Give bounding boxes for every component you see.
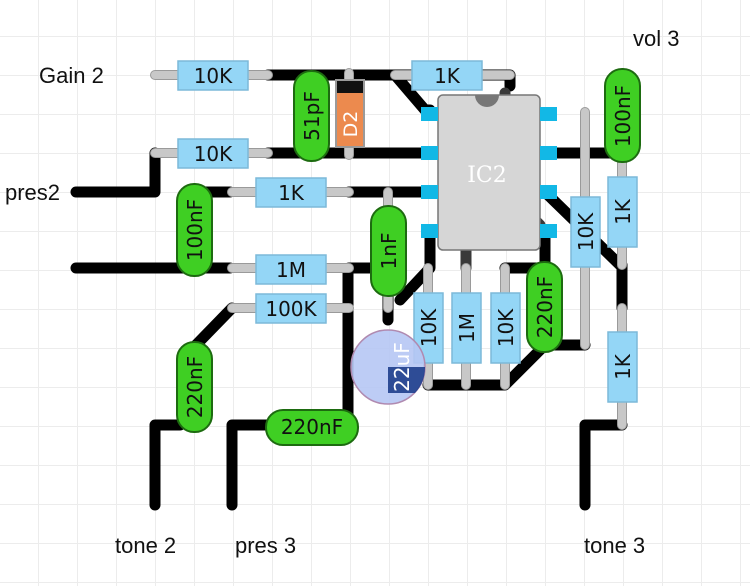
- ic-pin-7: [540, 146, 557, 160]
- resistor-value: 1K: [278, 181, 305, 205]
- capacitor-22uf-electrolytic[interactable]: 22uF: [350, 329, 426, 405]
- resistor-gain-bottom[interactable]: 10K: [177, 138, 249, 169]
- ic-pin-3: [421, 185, 438, 199]
- resistor-value: 10K: [494, 308, 518, 347]
- capacitor-value: 220nF: [533, 276, 557, 338]
- trace-100k-diag: [190, 302, 238, 351]
- label-pres2: pres2: [5, 180, 61, 205]
- resistor-100k[interactable]: 100K: [255, 293, 327, 324]
- resistor-value: 10K: [194, 142, 233, 166]
- resistor-mid-1k[interactable]: 1K: [255, 177, 327, 208]
- resistor-value: 1K: [434, 64, 461, 88]
- trace-tone2: [149, 419, 186, 511]
- diode-band: [337, 81, 363, 93]
- ic-pin-6: [540, 185, 557, 199]
- capacitor-value: 1nF: [377, 233, 401, 270]
- capacitor-100nf-left[interactable]: 100nF: [176, 183, 213, 277]
- resistor-top-ic[interactable]: 1K: [411, 60, 483, 91]
- resistor-value: 1M: [455, 313, 479, 343]
- ic-pin-1: [421, 107, 438, 121]
- capacitor-100nf-right[interactable]: 100nF: [604, 68, 641, 163]
- resistor-value: 100K: [265, 297, 317, 321]
- ic-pin-2: [421, 146, 438, 160]
- resistor-1m[interactable]: 1M: [255, 254, 327, 285]
- trace-pres3: [226, 419, 276, 511]
- resistor-value: 10K: [417, 308, 441, 347]
- capacitor-value: 220nF: [281, 415, 343, 439]
- resistor-right-1k-bottom[interactable]: 1K: [607, 331, 638, 403]
- ic-label: IC2: [467, 163, 507, 188]
- ic-notch: [475, 95, 499, 107]
- resistor-col-3[interactable]: 10K: [490, 292, 521, 364]
- label-tone-2: tone 2: [115, 533, 177, 558]
- resistor-value: 10K: [574, 212, 598, 251]
- capacitor-value: 22uF: [390, 342, 414, 392]
- capacitor-value: 220nF: [183, 356, 207, 418]
- diode-d2[interactable]: D2: [335, 79, 365, 148]
- trace-tone3: [579, 419, 628, 511]
- label-tone-3: tone 3: [584, 533, 646, 558]
- label-gain-2: Gain 2: [39, 63, 104, 88]
- resistor-value: 1K: [611, 198, 635, 225]
- resistor-right-10k[interactable]: 10K: [570, 196, 601, 268]
- diode-label: D2: [340, 111, 362, 138]
- capacitor-value: 51pF: [300, 91, 324, 141]
- capacitor-220nf-left[interactable]: 220nF: [176, 341, 213, 433]
- resistors: 10K 10K 1K 1K 1M 100K 10K 1M: [177, 60, 638, 403]
- capacitors: 51pF 100nF 1nF 220nF 220nF 220nF 100nF: [176, 68, 641, 446]
- capacitor-value: 100nF: [611, 85, 635, 147]
- resistor-value: 10K: [194, 64, 233, 88]
- label-vol-3: vol 3: [633, 26, 680, 51]
- capacitor-value: 100nF: [183, 199, 207, 261]
- capacitor-220nf-bottom[interactable]: 220nF: [265, 409, 359, 446]
- ic-pin-8: [540, 107, 557, 121]
- trace-pres2: [70, 147, 161, 198]
- resistor-col-2[interactable]: 1M: [451, 292, 482, 364]
- ic-pin-5: [540, 224, 557, 238]
- capacitor-51pf[interactable]: 51pF: [293, 70, 330, 162]
- resistor-value: 1K: [611, 353, 635, 380]
- resistor-gain-top[interactable]: 10K: [177, 60, 249, 91]
- label-pres-3: pres 3: [235, 533, 297, 558]
- resistor-value: 1M: [276, 258, 306, 282]
- capacitor-220nf-right[interactable]: 220nF: [526, 261, 563, 353]
- ic-chip[interactable]: IC2: [421, 94, 557, 251]
- ic-pin-4: [421, 224, 438, 238]
- capacitor-1nf[interactable]: 1nF: [370, 205, 407, 297]
- resistor-col-1[interactable]: 10K: [413, 292, 444, 364]
- resistor-right-1k-top[interactable]: 1K: [607, 176, 638, 248]
